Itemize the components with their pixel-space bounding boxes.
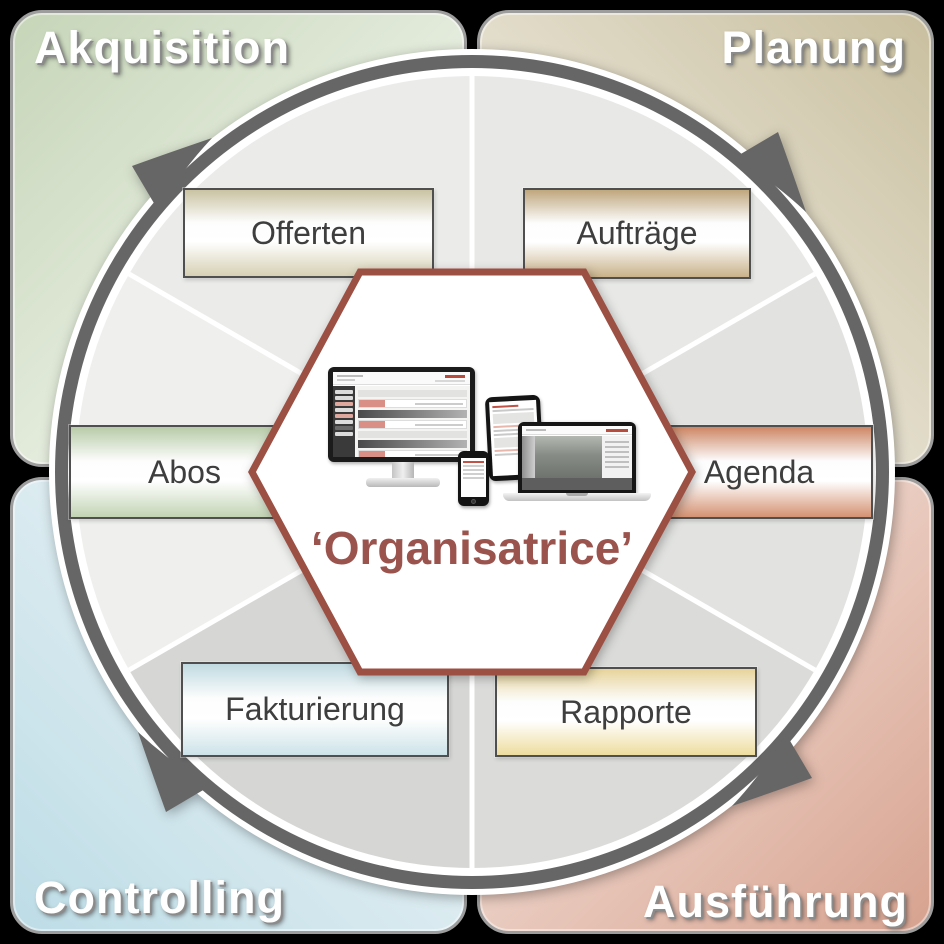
quadrant-title-ausfuehrung: Ausführung <box>643 876 908 927</box>
process-box-fakturierung: Fakturierung <box>181 662 449 757</box>
center-title: ‘Organisatrice’ <box>310 522 634 574</box>
process-label: Offerten <box>250 214 367 251</box>
process-label: Agenda <box>703 453 815 490</box>
quadrant-title-planung: Planung <box>721 22 906 73</box>
rotation-arrowheads <box>132 132 812 812</box>
process-box-offerten: Offerten <box>183 188 434 278</box>
process-box-auftraege: Aufträge <box>523 188 751 279</box>
process-label: Aufträge <box>576 215 698 251</box>
quadrant-title-controlling: Controlling <box>34 872 285 923</box>
process-label: Rapporte <box>560 693 692 730</box>
hexagon-shape <box>248 268 696 676</box>
process-box-rapporte: Rapporte <box>495 667 757 757</box>
process-label: Abos <box>148 453 221 490</box>
quadrant-title-akquisition: Akquisition <box>34 22 290 73</box>
arrowhead-icon <box>734 132 806 212</box>
process-label: Fakturierung <box>225 691 405 727</box>
